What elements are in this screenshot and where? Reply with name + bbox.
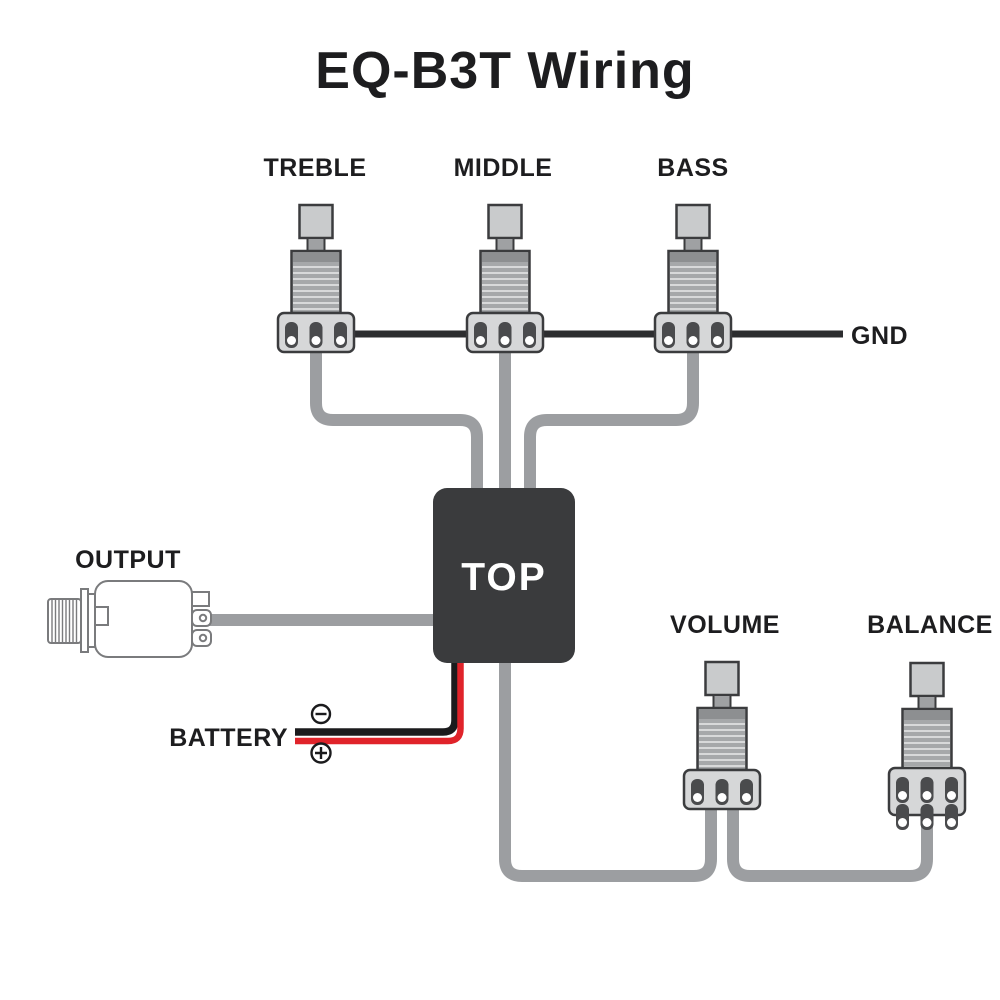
battery-negative-icon xyxy=(310,703,332,725)
treble-pot xyxy=(276,203,356,354)
bass-pot xyxy=(653,203,733,354)
bass-wire xyxy=(524,340,699,500)
top-unit-box xyxy=(433,488,575,663)
battery-negative-wire xyxy=(295,658,459,736)
battery-positive-wire xyxy=(295,658,464,745)
treble-label: TREBLE xyxy=(264,154,367,182)
volume-label: VOLUME xyxy=(670,611,780,639)
output-label: OUTPUT xyxy=(75,546,181,574)
top-unit-label: TOP xyxy=(461,556,546,599)
jack-body xyxy=(94,580,193,658)
bass-label: BASS xyxy=(657,154,728,182)
top-unit: TOP xyxy=(433,488,575,663)
page-title: EQ-B3T Wiring xyxy=(315,42,694,100)
signal-wires xyxy=(209,340,933,882)
middle-label: MIDDLE xyxy=(454,154,553,182)
battery-label: BATTERY xyxy=(169,724,288,752)
top-to-volume-wire xyxy=(499,660,717,882)
battery-positive-icon xyxy=(310,742,332,764)
output-jack xyxy=(47,580,212,658)
jack-tab-top xyxy=(191,591,210,607)
balance-pot xyxy=(887,661,967,830)
volume-pot xyxy=(682,660,762,811)
balance-label: BALANCE xyxy=(867,611,993,639)
volume-to-balance-wire xyxy=(727,800,933,882)
battery-wires xyxy=(295,658,464,745)
treble-wire xyxy=(310,340,483,500)
middle-pot xyxy=(465,203,545,354)
gnd-label: GND xyxy=(851,322,908,350)
